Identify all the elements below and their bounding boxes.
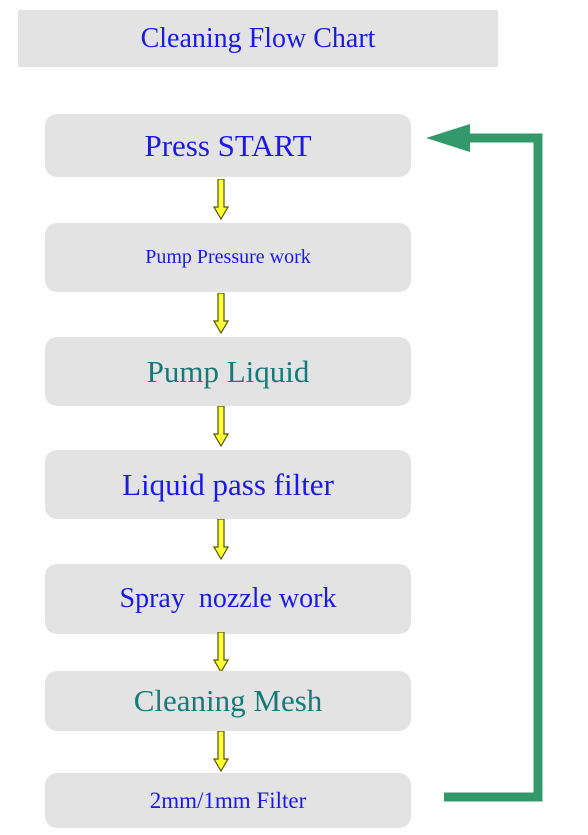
down-arrow-icon [213, 731, 229, 772]
step-pump-pressure-work: Pump Pressure work [45, 223, 411, 292]
loop-back-arrowhead-icon [426, 124, 470, 152]
step-label: Press START [144, 127, 312, 163]
step-liquid-pass-filter: Liquid pass filter [45, 450, 411, 519]
down-arrow-icon [213, 293, 229, 334]
step-spray-nozzle-work: Spray nozzle work [45, 564, 411, 634]
step-pump-liquid: Pump Liquid [45, 337, 411, 406]
down-arrow-3 [213, 406, 229, 447]
step-label: Spray nozzle work [119, 583, 337, 614]
down-arrow-icon [213, 179, 229, 220]
step-cleaning-mesh: Cleaning Mesh [45, 671, 411, 731]
down-arrow-icon [213, 632, 229, 673]
step-press-start: Press START [45, 114, 411, 177]
down-arrow-icon [213, 519, 229, 560]
diagram-title-text: Cleaning Flow Chart [140, 22, 376, 54]
step-filter: 2mm/1mm Filter [45, 773, 411, 828]
down-arrow-5 [213, 632, 229, 673]
down-arrow-4 [213, 519, 229, 560]
down-arrow-icon [213, 406, 229, 447]
step-label: Cleaning Mesh [133, 683, 323, 718]
down-arrow-6 [213, 731, 229, 772]
loop-back-line [444, 133, 543, 802]
step-label: Pump Pressure work [145, 246, 311, 268]
step-label: Liquid pass filter [122, 466, 334, 502]
down-arrow-2 [213, 293, 229, 334]
down-arrow-1 [213, 179, 229, 220]
step-label: Pump Liquid [146, 353, 310, 389]
step-label: 2mm/1mm Filter [149, 787, 307, 813]
diagram-title: Cleaning Flow Chart [18, 10, 498, 67]
